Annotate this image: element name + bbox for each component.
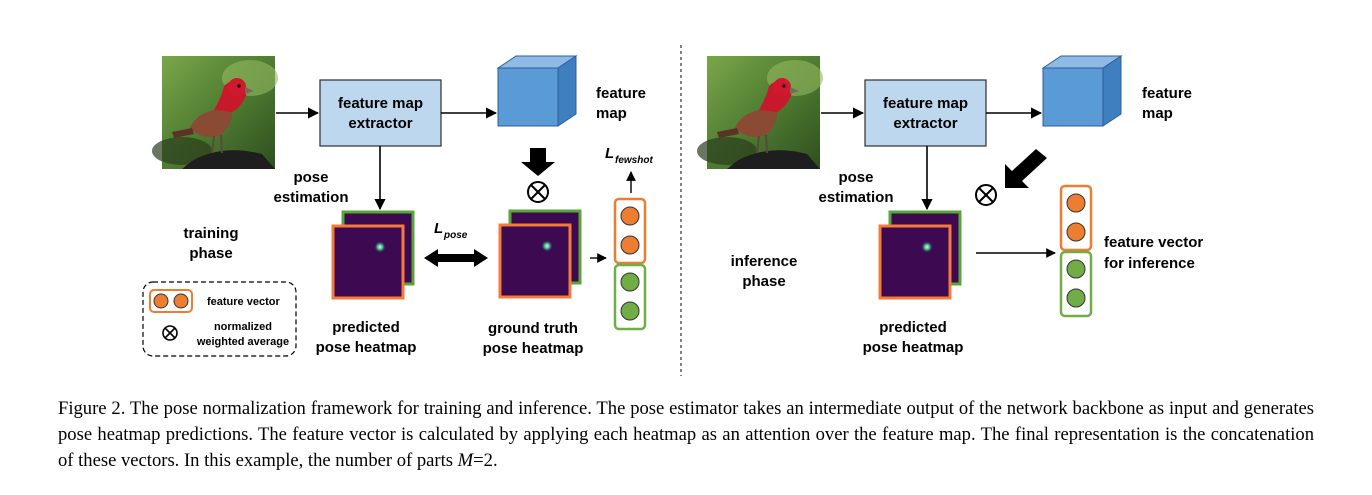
inference-feature-map-line1: feature [1142, 85, 1192, 102]
estimation-label: estimation [273, 189, 348, 206]
pose-normalization-figure: feature map extractor feature map pose e… [142, 45, 1203, 376]
legend-feature-vector: feature vector [207, 296, 280, 308]
training-phase-line1: training [184, 225, 239, 242]
inference-thick-diagonal-arrow [1005, 149, 1047, 188]
ground-truth-label-line1: ground truth [488, 320, 578, 337]
inference-predicted-line2: pose heatmap [863, 339, 964, 356]
inference-pose-label: pose [838, 169, 873, 186]
feature-map-label-line1: feature [596, 85, 646, 102]
feature-extractor-box [319, 79, 442, 147]
inference-feature-map-line2: map [1142, 105, 1173, 122]
caption-text: Figure 2. The pose normalization framewo… [58, 398, 1314, 471]
input-bird-image [151, 55, 279, 170]
extractor-label-line1: feature map [338, 95, 423, 112]
feature-map-cube [497, 55, 577, 127]
legend-normalized-line1: normalized [214, 321, 272, 333]
loss-fewshot-symbol: L [605, 145, 614, 162]
inference-feature-vector [1059, 184, 1093, 318]
inference-phase-line2: phase [742, 273, 785, 290]
inference-bird-image [696, 55, 824, 170]
extractor-label-line2: extractor [348, 115, 412, 132]
loss-pose-symbol: L [434, 220, 443, 237]
inference-extractor-line2: extractor [893, 115, 957, 132]
predicted-label-line2: pose heatmap [316, 339, 417, 356]
caption-suffix: =2. [473, 450, 498, 471]
inference-feature-map-cube [1042, 55, 1122, 127]
predicted-label-line1: predicted [332, 319, 400, 336]
thick-down-arrow [521, 148, 555, 176]
pose-label: pose [293, 169, 328, 186]
double-thick-arrow [424, 249, 488, 267]
inference-vector-label-line2: for inference [1104, 255, 1195, 272]
inference-extractor-line1: feature map [883, 95, 968, 112]
inference-predicted-line1: predicted [879, 319, 947, 336]
caption-math-var: M [457, 450, 474, 471]
inference-estimation-label: estimation [818, 189, 893, 206]
figure-caption: Figure 2. The pose normalization framewo… [58, 396, 1314, 474]
legend-normalized-line2: weighted average [196, 336, 289, 348]
training-phase-line2: phase [189, 245, 232, 262]
ground-truth-heatmap [498, 209, 582, 299]
training-feature-vector [613, 197, 647, 331]
inference-vector-label-line1: feature vector [1104, 234, 1203, 251]
inference-predicted-heatmap [878, 210, 962, 300]
predicted-heatmap-left [331, 210, 415, 300]
loss-fewshot-subscript: fewshot [615, 155, 653, 166]
inference-phase-line1: inference [731, 253, 798, 270]
feature-map-label-line2: map [596, 105, 627, 122]
loss-pose-subscript: pose [443, 230, 468, 241]
ground-truth-label-line2: pose heatmap [483, 340, 584, 357]
inference-extractor-box [864, 79, 987, 147]
